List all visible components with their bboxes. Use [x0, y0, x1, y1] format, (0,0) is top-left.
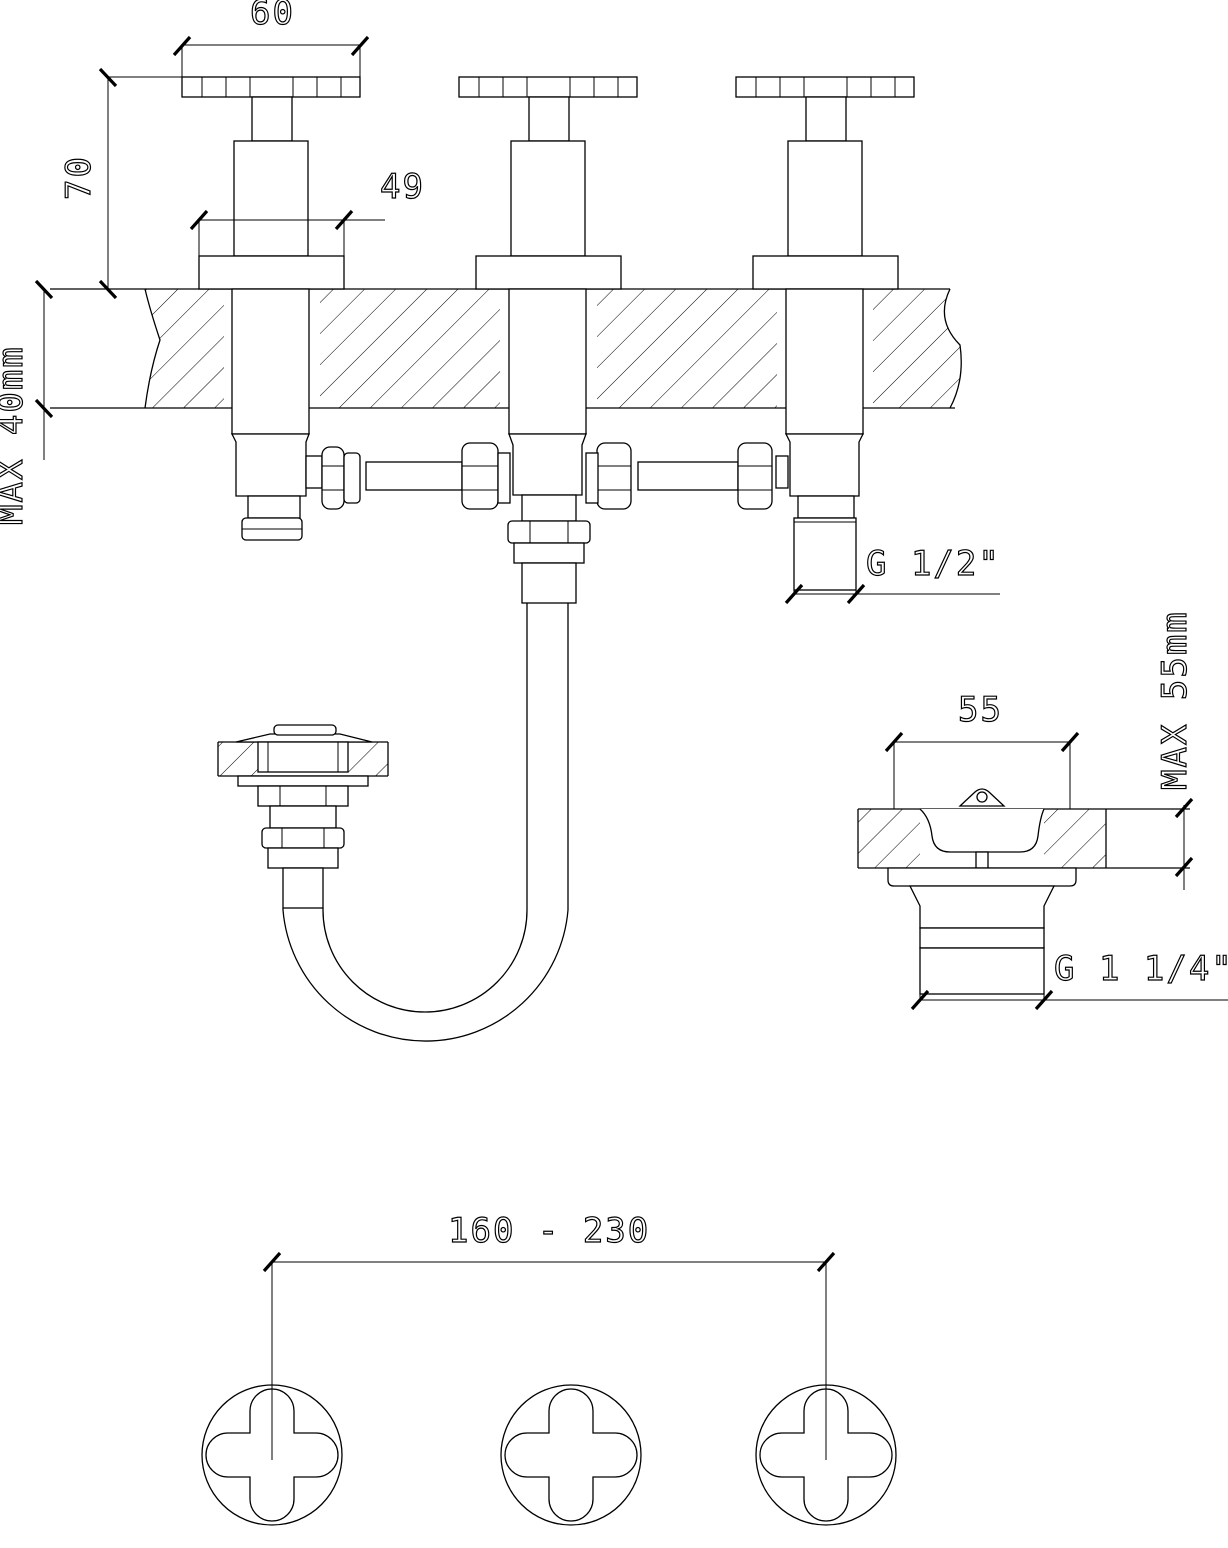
- dimension-labels: 60 70 49 MAX 40mm G 1/2" 55 MAX 55mm G 1…: [0, 0, 1228, 1252]
- cross-handle-icon: [500, 1384, 642, 1526]
- dim-tap-height: 70: [59, 155, 99, 200]
- dim-tap-spacing: 160 - 230: [448, 1211, 650, 1251]
- dim-waste-diameter: 55: [958, 690, 1003, 730]
- right-tap-side-view: [735, 76, 915, 591]
- flex-hose: [282, 603, 569, 1042]
- dim-waste-thread: G 1 1/4": [1054, 949, 1228, 989]
- waste-detail-section: [857, 788, 1190, 995]
- dim-inlet-thread: G 1/2": [866, 544, 1001, 584]
- center-tap-side-view: [458, 76, 638, 604]
- pop-up-waste-side-view: [217, 724, 389, 909]
- connection-pipes: [321, 442, 773, 510]
- dim-handle-width: 60: [250, 0, 295, 33]
- left-tap-side-view: [181, 76, 361, 541]
- dim-base-diameter: 49: [380, 167, 425, 207]
- dim-max-basin-thickness: MAX 55mm: [1155, 610, 1195, 790]
- dim-max-deck-thickness: MAX 40mm: [0, 345, 31, 525]
